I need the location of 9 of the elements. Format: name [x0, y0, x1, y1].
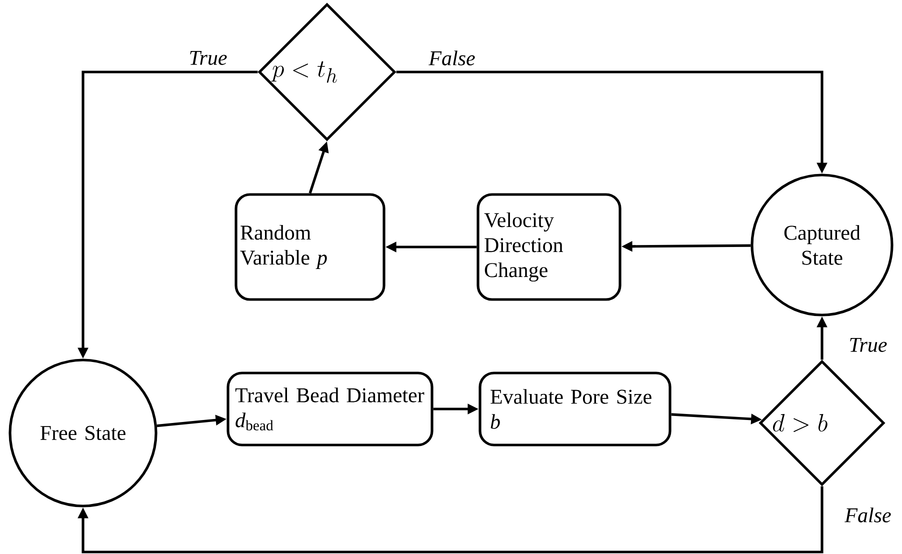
edge-label: False	[844, 506, 892, 524]
edge-label: True	[848, 337, 888, 353]
edge-label: True	[188, 50, 228, 66]
process-box: Travel Bead Diameter d$_{bead}$	[226, 372, 434, 446]
process-box: Velocity Direction Change	[476, 193, 622, 301]
edge-label: False	[428, 50, 476, 66]
process-box: Evaluate Pore Size b	[478, 372, 672, 446]
arrow	[78, 486, 824, 554]
process-box: Random Variable p	[234, 193, 386, 301]
